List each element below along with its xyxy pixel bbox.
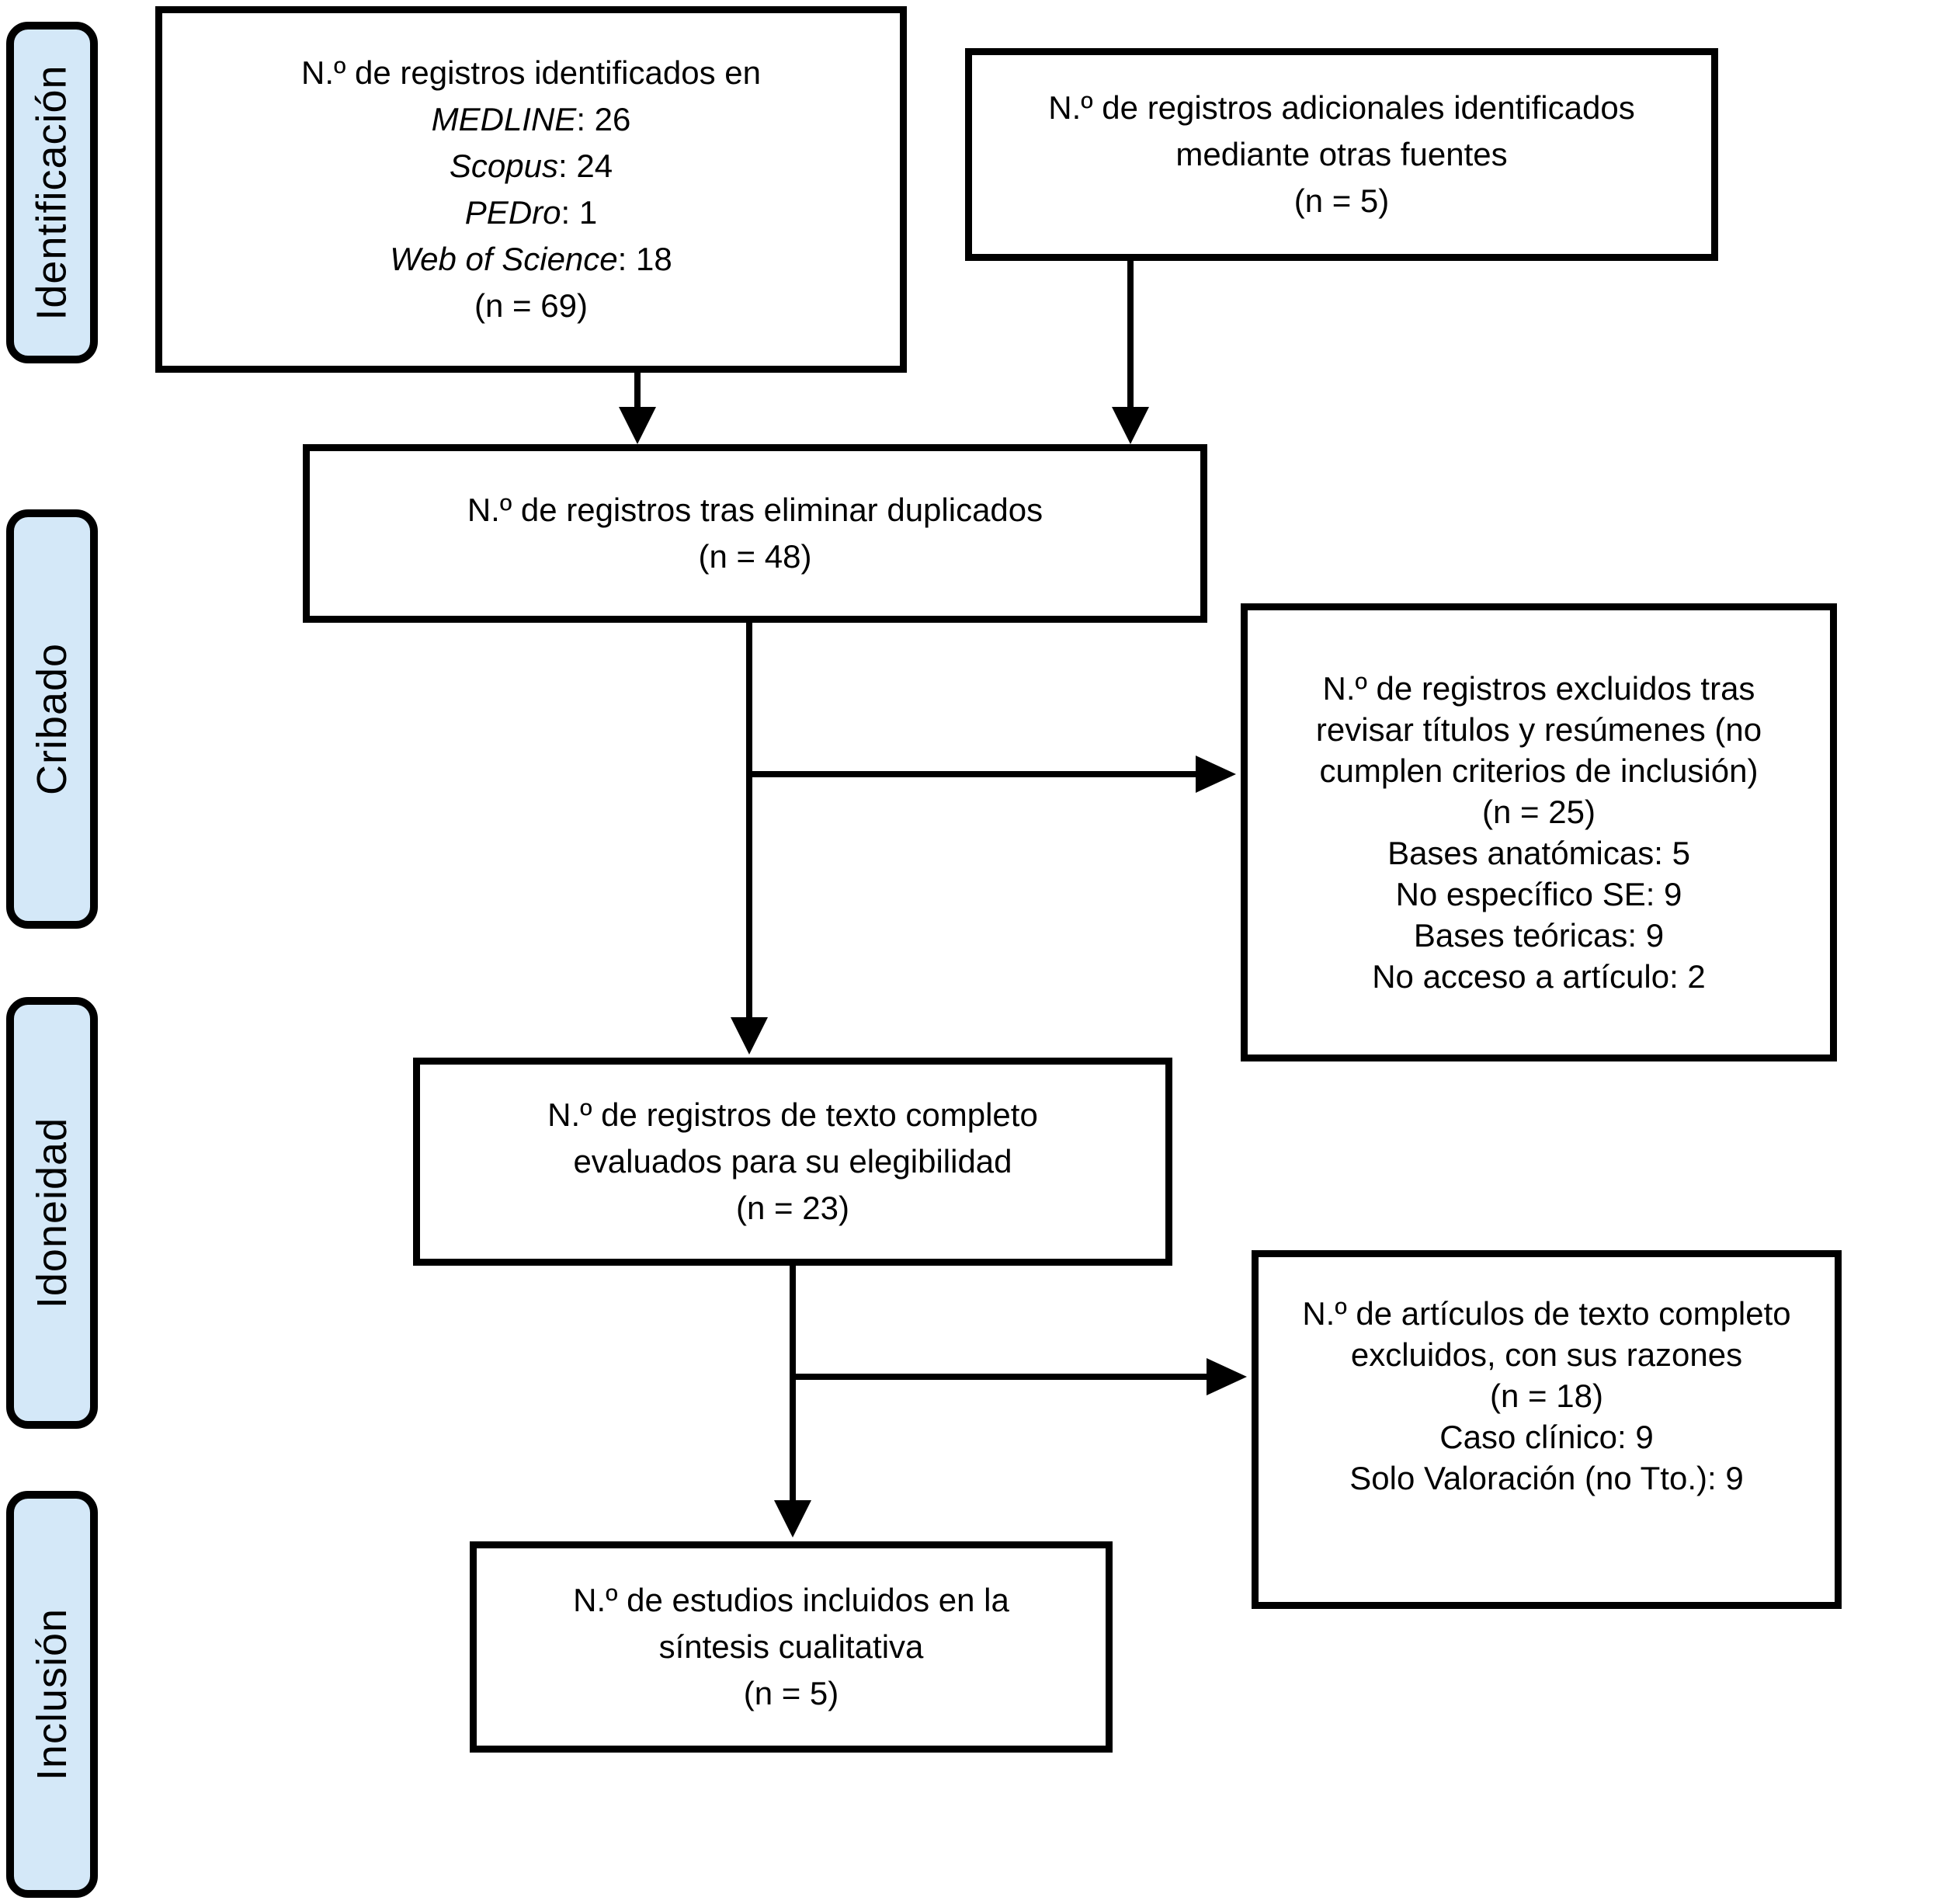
- box-fulltext-assessed: N.º de registros de texto completo evalua…: [413, 1058, 1172, 1266]
- box-text-line: (n = 23): [736, 1190, 849, 1226]
- box-text-line: (n = 5): [1293, 182, 1390, 219]
- stage-eligibility: Idoneidad: [6, 997, 98, 1429]
- arrow-dedup-to-fulltext-head: [731, 1017, 768, 1054]
- box-fulltext-excluded: N.º de artículos de texto completo exclui…: [1252, 1250, 1842, 1609]
- arrow-fulltext-to-included-head: [774, 1500, 811, 1537]
- box-text-line: excluidos, con sus razones: [1350, 1336, 1743, 1373]
- stage-inclusion: Inclusión: [6, 1491, 98, 1898]
- box-text-line: (n = 5): [743, 1675, 839, 1711]
- box-text-line: (n = 69): [474, 287, 588, 324]
- box-text-line: N.º de registros identificados en: [301, 54, 761, 91]
- arrow-fulltext-to-included-line: [790, 1264, 796, 1503]
- arrow-fulltext-to-excluded-eligibility-line: [790, 1374, 1207, 1380]
- box-text-line: (n = 18): [1490, 1378, 1603, 1414]
- stage-inclusion-label: Inclusión: [29, 1607, 76, 1781]
- box-text-line: N.º de registros adicionales identificad…: [1048, 89, 1635, 126]
- box-text-line: revisar títulos y resúmenes (no: [1315, 711, 1762, 748]
- box-text-line: Web of Science: 18: [390, 241, 672, 277]
- stage-eligibility-label: Idoneidad: [29, 1117, 76, 1309]
- arrow-dedup-to-fulltext-line: [746, 621, 752, 1021]
- box-text-line: Caso clínico: 9: [1439, 1419, 1654, 1455]
- box-text-line: N.º de registros excluidos tras: [1322, 670, 1755, 707]
- box-text-line: mediante otras fuentes: [1175, 136, 1508, 172]
- box-text-line: N.º de registros tras eliminar duplicado…: [467, 492, 1043, 528]
- arrow-additional-to-dedup-head: [1112, 407, 1149, 444]
- box-text-line: N.º de artículos de texto completo: [1302, 1295, 1791, 1332]
- box-text-line: Scopus: 24: [449, 148, 613, 184]
- box-included-studies: N.º de estudios incluidos en la síntesis …: [470, 1541, 1113, 1753]
- arrow-fulltext-to-excluded-eligibility-head: [1207, 1358, 1247, 1395]
- box-text-line: PEDro: 1: [464, 194, 598, 231]
- stage-identification: Identificación: [6, 22, 98, 363]
- box-text-line: evaluados para su elegibilidad: [573, 1143, 1012, 1180]
- box-text-line: MEDLINE: 26: [431, 101, 631, 137]
- arrow-identified-to-dedup-line: [634, 371, 641, 415]
- arrow-additional-to-dedup-line: [1127, 259, 1134, 412]
- box-after-duplicates: N.º de registros tras eliminar duplicado…: [303, 444, 1207, 623]
- box-text-line: No específico SE: 9: [1395, 876, 1682, 912]
- box-text-line: síntesis cualitativa: [658, 1628, 924, 1665]
- arrow-identified-to-dedup-head: [619, 407, 656, 444]
- stage-screening-label: Cribado: [29, 642, 76, 796]
- box-text-line: (n = 25): [1482, 794, 1596, 830]
- arrow-dedup-to-excluded-screening-head: [1196, 756, 1236, 793]
- box-text-line: (n = 48): [698, 538, 812, 575]
- box-text-line: N.º de estudios incluidos en la: [573, 1582, 1009, 1618]
- box-records-identified: N.º de registros identificados en MEDLINE…: [155, 6, 907, 373]
- stage-identification-label: Identificación: [29, 64, 76, 321]
- box-text-line: Solo Valoración (no Tto.): 9: [1349, 1460, 1744, 1496]
- arrow-dedup-to-excluded-screening-line: [746, 771, 1196, 777]
- box-text-line: cumplen criterios de inclusión): [1319, 752, 1759, 789]
- box-excluded-screening: N.º de registros excluidos tras revisar t…: [1241, 603, 1837, 1061]
- box-text-line: Bases teóricas: 9: [1413, 917, 1665, 954]
- box-text-line: No acceso a artículo: 2: [1372, 958, 1706, 995]
- box-text-line: N.º de registros de texto completo: [547, 1096, 1038, 1133]
- box-text-line: Bases anatómicas: 5: [1387, 835, 1690, 871]
- box-additional-records: N.º de registros adicionales identificad…: [965, 48, 1718, 261]
- stage-screening: Cribado: [6, 509, 98, 929]
